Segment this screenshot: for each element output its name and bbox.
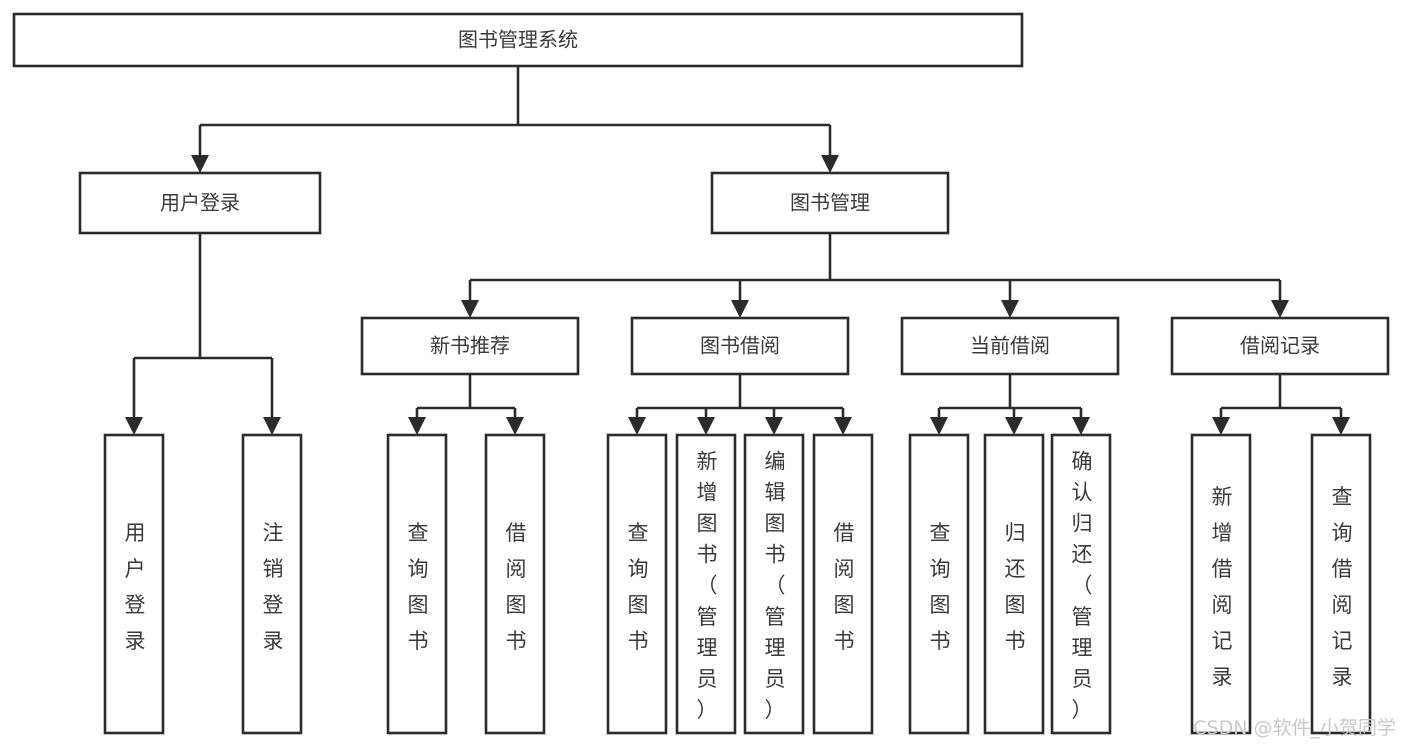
node-box-leaf-user-logout[interactable] — [241, 433, 303, 735]
arrow-head-icon — [506, 417, 524, 435]
node-label-leaf-query-borrow-record: 查询借阅记录 — [1332, 485, 1353, 689]
node-new-book-recommend[interactable]: 新书推荐 — [360, 316, 580, 376]
node-box-new-book-recommend[interactable] — [360, 316, 580, 376]
node-label-leaf-user-login: 用户登录 — [125, 521, 146, 653]
node-label-leaf-add-book-admin: 新增图书（管理员） — [697, 449, 718, 722]
node-leaf-query-borrow-record[interactable]: 查询借阅记录 — [1310, 433, 1372, 735]
node-box-leaf-query-book-1[interactable] — [386, 433, 448, 735]
node-box-user-login[interactable] — [78, 171, 322, 235]
node-label-book-borrow: 图书借阅 — [700, 334, 780, 358]
node-label-book-manage: 图书管理 — [790, 191, 870, 215]
node-leaf-user-login[interactable]: 用户登录 — [103, 433, 165, 735]
node-box-leaf-edit-book-admin[interactable] — [743, 433, 805, 735]
arrow-head-icon — [191, 155, 209, 173]
arrow-head-icon — [1332, 417, 1350, 435]
arrow-head-icon — [930, 417, 948, 435]
arrow-head-icon — [765, 417, 783, 435]
node-leaf-query-book-3[interactable]: 查询图书 — [908, 433, 970, 735]
node-box-leaf-query-borrow-record[interactable] — [1310, 433, 1372, 735]
node-leaf-query-book-2[interactable]: 查询图书 — [606, 433, 668, 735]
arrow-head-icon — [125, 417, 143, 435]
node-box-leaf-confirm-return-admin[interactable] — [1050, 433, 1112, 735]
node-root[interactable]: 图书管理系统 — [12, 12, 1024, 68]
node-leaf-add-book-admin[interactable]: 新增图书（管理员） — [675, 433, 737, 735]
node-leaf-confirm-return-admin[interactable]: 确认归还（管理员） — [1050, 433, 1112, 735]
node-label-user-login: 用户登录 — [160, 191, 240, 215]
node-label-leaf-query-book-1: 查询图书 — [408, 521, 429, 653]
node-label-leaf-edit-book-admin: 编辑图书（管理员） — [765, 449, 786, 722]
edge-layer — [125, 66, 1350, 435]
node-label-leaf-query-book-3: 查询图书 — [930, 521, 951, 653]
node-leaf-add-borrow-record[interactable]: 新增借阅记录 — [1190, 433, 1252, 735]
node-label-leaf-confirm-return-admin: 确认归还（管理员） — [1072, 449, 1093, 722]
node-leaf-query-book-1[interactable]: 查询图书 — [386, 433, 448, 735]
node-label-leaf-borrow-book-2: 借阅图书 — [834, 521, 855, 653]
arrow-head-icon — [628, 417, 646, 435]
node-leaf-edit-book-admin[interactable]: 编辑图书（管理员） — [743, 433, 805, 735]
node-leaf-borrow-book-2[interactable]: 借阅图书 — [812, 433, 874, 735]
node-box-borrow-record[interactable] — [1170, 316, 1390, 376]
node-box-leaf-add-book-admin[interactable] — [675, 433, 737, 735]
arrow-head-icon — [461, 300, 479, 318]
node-leaf-return-book[interactable]: 归还图书 — [983, 433, 1045, 735]
node-label-leaf-user-logout: 注销登录 — [263, 521, 284, 653]
arrow-head-icon — [834, 417, 852, 435]
node-label-leaf-borrow-book-1: 借阅图书 — [506, 521, 527, 653]
arrow-head-icon — [1005, 417, 1023, 435]
node-leaf-borrow-book-1[interactable]: 借阅图书 — [484, 433, 546, 735]
node-borrow-record[interactable]: 借阅记录 — [1170, 316, 1390, 376]
node-label-new-book-recommend: 新书推荐 — [430, 334, 510, 358]
node-book-manage[interactable]: 图书管理 — [710, 171, 950, 235]
node-book-borrow[interactable]: 图书借阅 — [630, 316, 850, 376]
node-user-login[interactable]: 用户登录 — [78, 171, 322, 235]
node-box-leaf-add-borrow-record[interactable] — [1190, 433, 1252, 735]
node-box-leaf-query-book-3[interactable] — [908, 433, 970, 735]
node-label-root: 图书管理系统 — [458, 28, 578, 52]
arrow-head-icon — [263, 417, 281, 435]
node-label-leaf-query-book-2: 查询图书 — [628, 521, 649, 653]
node-leaf-user-logout[interactable]: 注销登录 — [241, 433, 303, 735]
arrow-head-icon — [1212, 417, 1230, 435]
csdn-watermark: CSDN @软件_小贺同学 — [1193, 717, 1396, 739]
node-label-leaf-return-book: 归还图书 — [1005, 521, 1026, 653]
node-current-borrow[interactable]: 当前借阅 — [900, 316, 1120, 376]
node-box-leaf-borrow-book-1[interactable] — [484, 433, 546, 735]
arrow-head-icon — [821, 155, 839, 173]
node-box-leaf-return-book[interactable] — [983, 433, 1045, 735]
node-label-borrow-record: 借阅记录 — [1240, 334, 1320, 358]
node-box-leaf-user-login[interactable] — [103, 433, 165, 735]
arrow-head-icon — [1072, 417, 1090, 435]
node-box-leaf-borrow-book-2[interactable] — [812, 433, 874, 735]
node-box-current-borrow[interactable] — [900, 316, 1120, 376]
arrow-head-icon — [408, 417, 426, 435]
node-label-leaf-add-borrow-record: 新增借阅记录 — [1212, 485, 1233, 689]
node-label-current-borrow: 当前借阅 — [970, 334, 1050, 358]
arrow-head-icon — [1001, 300, 1019, 318]
node-box-book-borrow[interactable] — [630, 316, 850, 376]
arrow-head-icon — [697, 417, 715, 435]
node-box-book-manage[interactable] — [710, 171, 950, 235]
arrow-head-icon — [731, 300, 749, 318]
node-box-leaf-query-book-2[interactable] — [606, 433, 668, 735]
arrow-head-icon — [1271, 300, 1289, 318]
node-box-root[interactable] — [12, 12, 1024, 68]
node-layer: 图书管理系统用户登录图书管理新书推荐图书借阅当前借阅借阅记录用户登录注销登录查询… — [12, 12, 1390, 735]
